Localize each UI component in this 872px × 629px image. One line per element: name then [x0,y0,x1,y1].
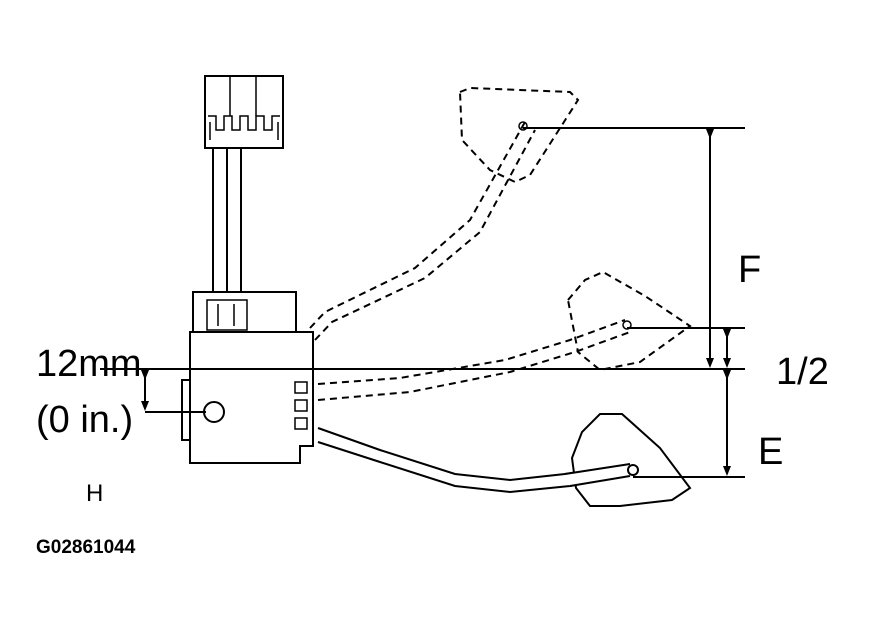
label-12mm: 12mm [36,343,142,385]
label-f: F [738,249,761,291]
label-0-in: (0 in.) [36,399,133,441]
float-arm-full-dashed [309,86,580,341]
sensor-housing [181,331,314,464]
wire-clamp [192,291,297,333]
wire-harness [212,148,242,292]
float-full [458,86,580,184]
label-e: E [758,431,783,473]
figure-id: G02861044 [36,537,136,558]
dimension-arrows [141,129,731,476]
float-arm-half-dashed [317,270,692,401]
label-h: H [86,480,103,507]
label-half: 1/2 [776,351,829,393]
float-half [566,270,692,372]
float-arm-empty-solid [317,413,692,507]
float-empty [570,413,692,507]
reference-lines [100,127,745,478]
connector-plug [204,75,284,149]
